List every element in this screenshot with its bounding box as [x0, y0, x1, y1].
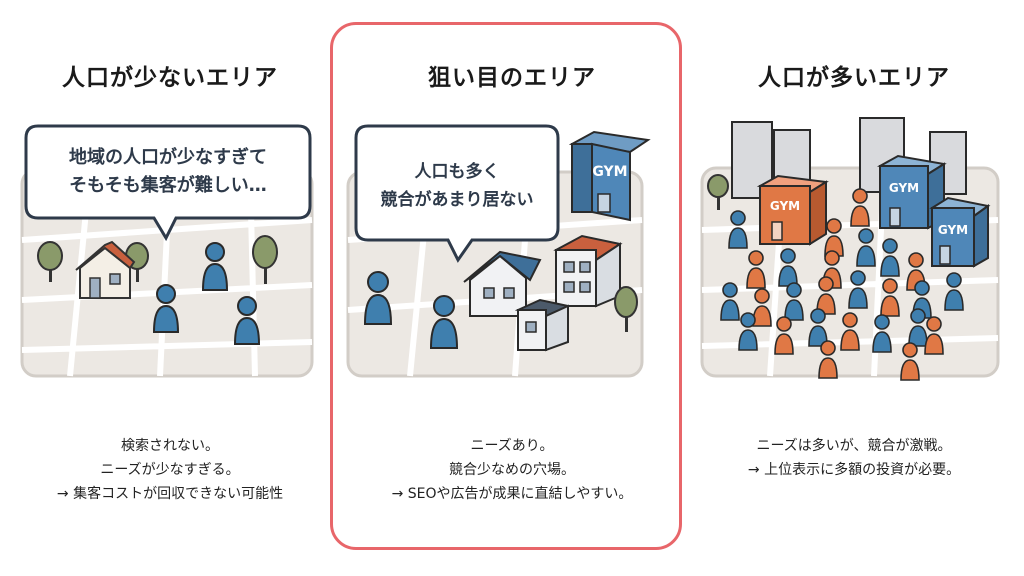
gym-building-icon	[568, 130, 651, 222]
person-icon	[720, 282, 740, 321]
person-icon	[816, 276, 836, 315]
person-icon	[738, 312, 758, 351]
house-icon	[75, 240, 136, 299]
person-icon	[908, 308, 928, 347]
house-icon	[463, 250, 542, 317]
crowd	[720, 188, 964, 381]
person-icon	[233, 296, 261, 345]
person-icon	[872, 314, 892, 353]
person-icon	[944, 272, 964, 311]
illustration-low-population: 地域の人口が少なすぎて そもそも集客が難しい…	[0, 110, 340, 400]
person-icon	[850, 188, 870, 227]
person-icon	[778, 248, 798, 287]
speech-bubble-text: 人口も多く 競合があまり居ない	[380, 162, 534, 210]
gym-sign: GYM	[889, 181, 919, 195]
speech-bubble	[354, 124, 560, 263]
person-icon	[818, 340, 838, 379]
gym-sign: GYM	[938, 223, 968, 237]
tree-icon	[252, 235, 278, 284]
house-icon	[553, 234, 623, 308]
speech-bubble	[24, 124, 312, 242]
house-icon	[514, 298, 572, 352]
person-icon	[856, 228, 876, 267]
person-icon	[429, 295, 459, 349]
person-icon	[363, 271, 393, 325]
highlight-frame	[330, 22, 682, 550]
person-icon	[746, 250, 766, 289]
panel-title: 人口が少ないエリア	[62, 65, 278, 91]
person-icon	[822, 250, 842, 289]
gym-sign: GYM	[592, 164, 627, 180]
gym-sign: GYM	[770, 199, 800, 213]
person-icon	[728, 210, 748, 249]
tree-icon	[707, 174, 729, 210]
person-icon	[152, 284, 180, 333]
gym-building-icon	[756, 174, 829, 246]
panel-title: 人口が多いエリア	[758, 65, 950, 91]
panel-caption: ニーズは多いが、競合が激戦。 → 上位表示に多額の投資が必要。	[747, 438, 961, 478]
person-icon	[880, 238, 900, 277]
panel-low-population: 人口が少ないエリア	[0, 0, 340, 576]
panel-high-population: 人口が多いエリア	[684, 0, 1024, 576]
person-icon	[840, 312, 860, 351]
illustration-high-population: GYM GYM GYM	[684, 110, 1024, 400]
panel-caption: 検索されない。 ニーズが少なすぎる。 → 集客コストが回収できない可能性	[56, 438, 284, 502]
panel-target-area: 狙い目のエリア GYM	[340, 0, 684, 576]
person-icon	[784, 282, 804, 321]
tree-icon	[37, 241, 63, 282]
panel-title: 狙い目のエリア	[428, 65, 596, 91]
gym-building-icon	[929, 196, 991, 268]
speech-bubble-text: 地域の人口が少なすぎて そもそも集客が難しい…	[69, 147, 267, 196]
person-icon	[900, 342, 920, 381]
illustration-target-area: GYM	[340, 110, 684, 400]
person-icon	[201, 242, 229, 291]
person-icon	[808, 308, 828, 347]
person-icon	[880, 278, 900, 317]
tree-icon	[614, 286, 638, 332]
person-icon	[924, 316, 944, 355]
person-icon	[774, 316, 794, 355]
panel-caption: ニーズあり。 競合少なめの穴場。 → SEOや広告が成果に直結しやすい。	[391, 438, 633, 502]
person-icon	[848, 270, 868, 309]
